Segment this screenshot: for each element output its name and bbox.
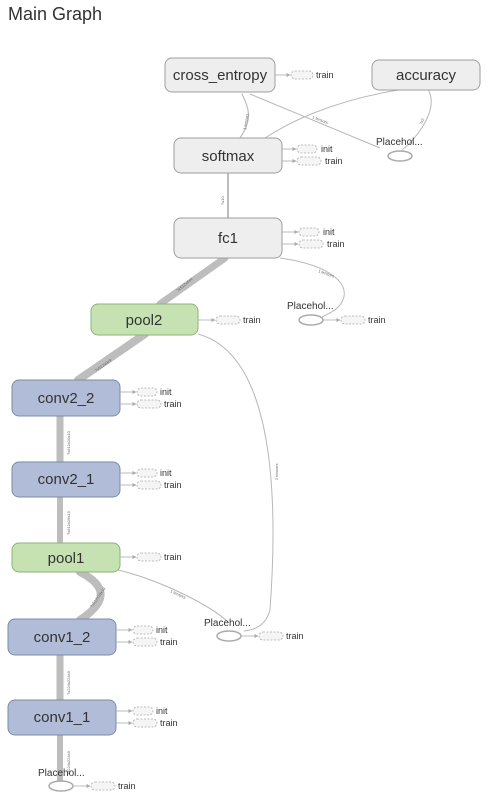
node-label: conv1_1 [34,709,91,726]
edge-label-softmax-cross-entropy: 1 tensors [242,113,250,130]
edge-label-conv1-1-conv1-2: ?x224x224x3 [66,670,71,695]
node-label: accuracy [396,67,457,84]
edge-label-conv2-1-conv2-2: ?x512x10x10 [66,430,71,455]
aux-train-label: train [164,480,182,490]
node-softmax[interactable]: softmax [173,137,283,174]
edge-softmax-cross-entropy [239,93,250,139]
edge-fc1-placeholder [279,257,345,318]
aux-init-label: init [156,625,168,635]
node-label: cross_entropy [173,67,268,84]
node-accuracy[interactable]: accuracy [371,59,481,91]
edge-conv1-2-pool1 [76,568,105,624]
node-label: conv1_2 [34,629,91,646]
aux-train-label: train [160,718,178,728]
node-label: fc1 [218,230,238,247]
aux-arrows [73,73,341,788]
aux-pills [90,70,366,791]
node-label: conv2_2 [38,390,95,407]
placeholder-lower[interactable]: Placehol... [204,618,251,642]
edge-label-fc1-placeholder: 1 tensors [318,268,335,278]
placeholder-bottom[interactable]: Placehol... [38,768,85,792]
edge-label-fc1-softmax: ?x10 [220,196,225,205]
edge-label-accuracy-placeholder: ?x2 [418,117,425,125]
placeholder-mid[interactable]: Placehol... [287,301,334,326]
edge-accuracy-placeholder [264,88,406,139]
placeholder-label: Placehol... [204,618,251,629]
edge-label-cross-entropy-placeholder: 1 tensors [312,114,329,125]
data-edges [56,93,250,783]
graph-title: Main Graph [8,4,103,24]
node-fc1[interactable]: fc1 [173,217,283,259]
aux-init-label: init [156,706,168,716]
edge-pool1-placeholder [117,569,229,623]
edge-label-pool1-conv2-1: ?x512x19x19 [66,510,71,535]
edge-label-pool1-placeholder: 1 tensors [170,588,187,599]
aux-init-label: init [323,227,335,237]
aux-init-label: init [160,387,172,397]
node-pool2[interactable]: pool2 [90,303,199,336]
aux-train-label: train [164,399,182,409]
edge-conv2-2-pool2 [74,330,149,384]
node-conv2-2[interactable]: conv2_2 [11,379,121,417]
node-conv1-2[interactable]: conv1_2 [7,618,117,656]
edge-labels: ?x10 ?x512x4x4 ?x512x9x9 ?x512x10x10 ?x5… [66,113,425,775]
node-conv1-1[interactable]: conv1_1 [7,699,117,736]
node-pool1[interactable]: pool1 [11,542,121,573]
thin-edges [117,88,432,632]
node-label: conv2_1 [38,471,95,488]
node-label: pool1 [48,550,85,567]
aux-train-label: train [164,552,182,562]
edge-pool2-placeholder [197,333,274,632]
node-cross-entropy[interactable]: cross_entropy [164,57,276,93]
placeholder-label: Placehol... [287,301,334,312]
node-conv2-1[interactable]: conv2_1 [11,461,121,498]
aux-train-label: train [316,70,334,80]
aux-train-label: train [286,631,304,641]
edge-cross-entropy-placeholder [249,93,381,149]
edge-accuracy-to-placeholder-top [401,88,432,151]
aux-train-label: train [160,637,178,647]
placeholder-label: Placehol... [38,768,85,779]
aux-train-label: train [368,315,386,325]
aux-train-label: train [327,239,345,249]
aux-train-label: train [243,315,261,325]
node-label: pool2 [126,312,163,329]
edge-label-pool2-placeholder: 2 tensors [274,464,279,480]
aux-init-label: init [160,468,172,478]
placeholder-label: Placehol... [376,137,423,148]
edge-pool2-fc1 [156,254,229,308]
node-label: softmax [202,148,255,165]
placeholder-top[interactable]: Placehol... [376,137,423,162]
aux-labels: train init train init train train train … [118,70,386,791]
aux-train-label: train [325,156,343,166]
edge-label-placeholder-conv1-1: ?x224x224x3 [66,750,71,775]
aux-init-label: init [321,144,333,154]
aux-train-label: train [118,781,136,791]
